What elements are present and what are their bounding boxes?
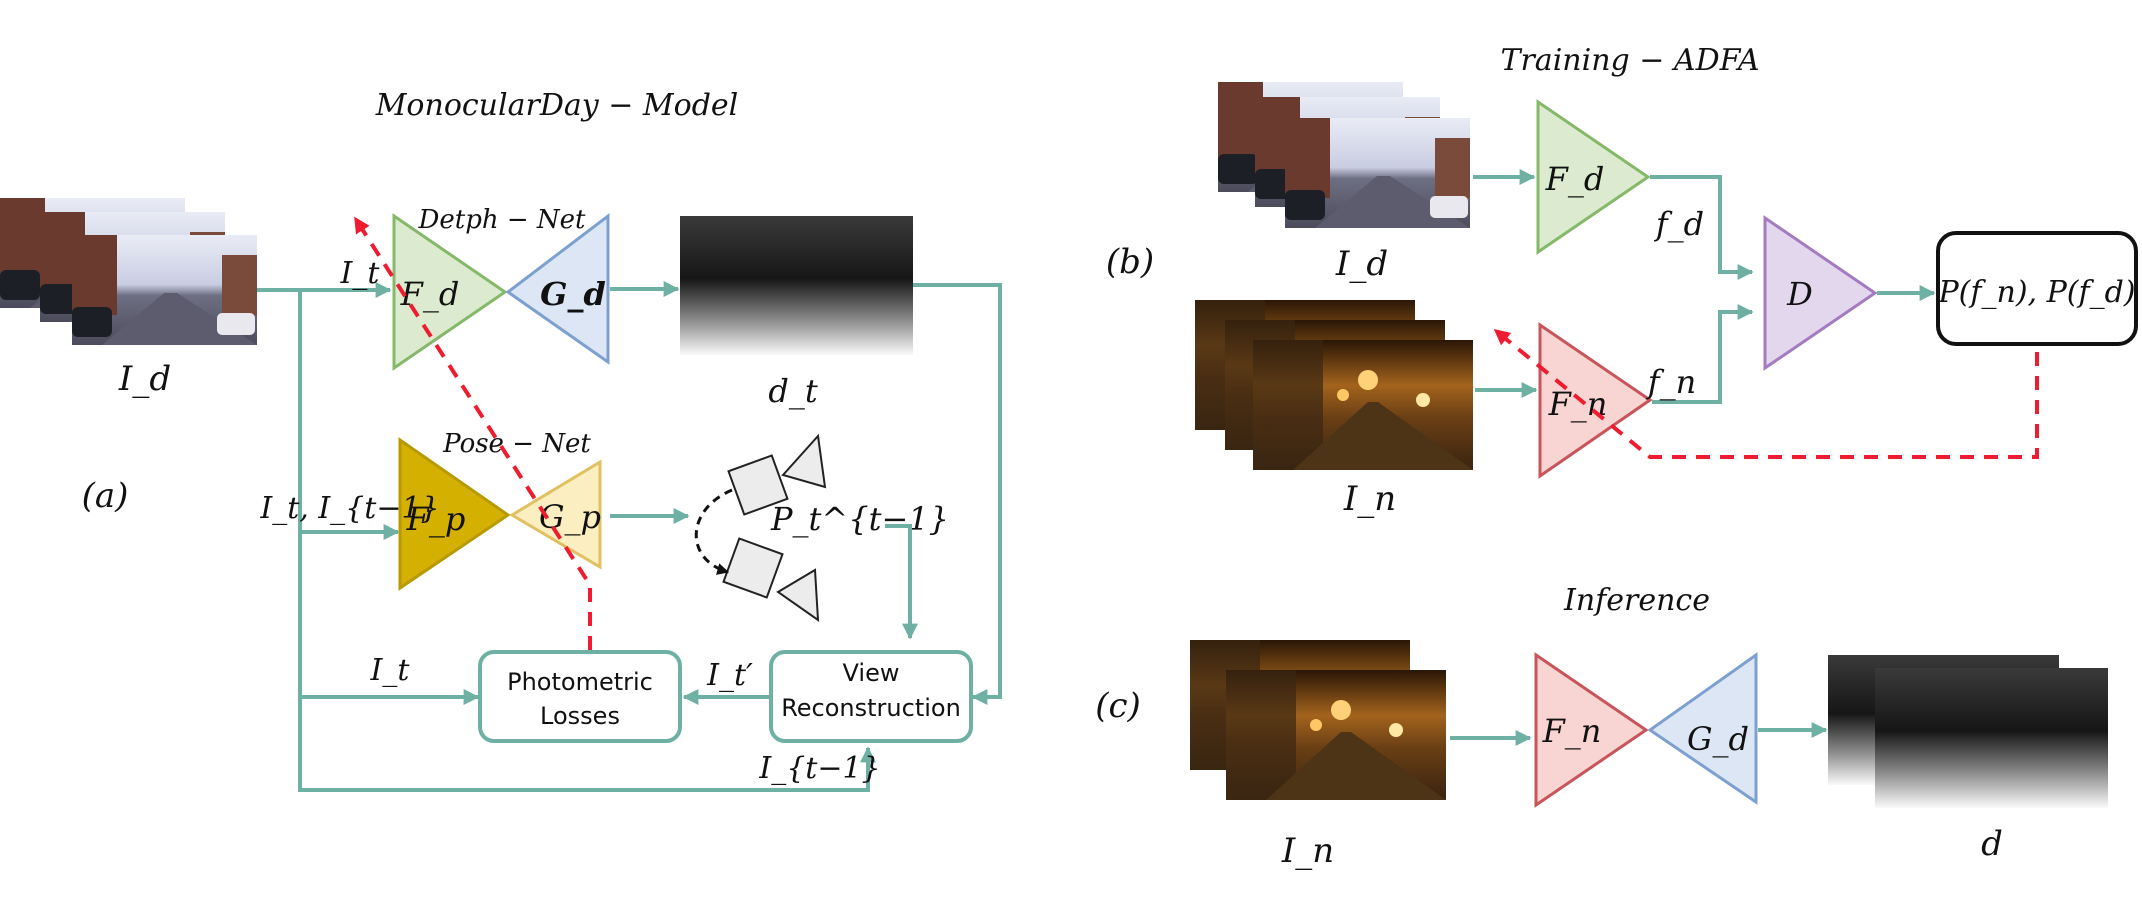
photometric-line-1: Photometric <box>507 668 653 696</box>
depth-map <box>680 216 913 355</box>
photometric-line-2: Losses <box>540 702 620 730</box>
probability-output-box <box>1936 231 2138 346</box>
day-encoder-label: F_d <box>1545 160 1605 198</box>
feature-day-label: f_d <box>1654 205 1704 243</box>
panel-b: Training − ADFA (b) I_d F_d f_d I_n F_n … <box>1106 43 2138 519</box>
camera-motion-arrow <box>694 488 733 575</box>
panel-c: Inference (c) I_n F_n G_d d <box>1095 583 2108 871</box>
night-encoder-label-c: F_n <box>1542 712 1602 750</box>
discriminator-label: D <box>1786 275 1813 313</box>
arrow-fn-to-d <box>1652 304 1754 404</box>
depth-decoder-label-c: G_d <box>1687 720 1749 758</box>
arrow-pose-to-view <box>885 524 918 640</box>
panel-c-tag: (c) <box>1095 686 1141 726</box>
discriminator-triangle <box>1763 215 1878 371</box>
pose-encoder-triangle <box>398 437 511 591</box>
camera-icon <box>722 537 820 623</box>
view-line-1: View <box>843 659 900 687</box>
edge-label-itm1-bottom: I_{t−1} <box>758 751 880 786</box>
photometric-losses-box <box>478 650 682 743</box>
day-street-photo <box>1285 118 1470 228</box>
night-encoder-label: F_n <box>1548 385 1608 423</box>
panel-b-title: Training − ADFA <box>1500 43 1759 78</box>
night-encoder-triangle-c <box>1534 652 1649 808</box>
edge-label-it-itm1: I_t, I_{t−1} <box>259 491 439 526</box>
day-input-stack <box>0 198 257 345</box>
arrow-trunk-to-view <box>298 290 876 792</box>
panel-a-tag: (a) <box>82 476 129 516</box>
adversarial-gradient-arrow <box>1493 328 2039 459</box>
arrow-depth-to-view <box>913 283 1002 705</box>
depth-output-label: d_t <box>768 372 817 410</box>
panel-b-tag: (b) <box>1106 242 1154 282</box>
input-night-label-b: I_n <box>1343 479 1396 519</box>
pose-decoder-label: G_p <box>539 498 601 536</box>
edge-label-it-prime: I_t′ <box>706 658 753 693</box>
day-encoder-triangle <box>1536 99 1651 255</box>
pose-label: P_t^{t−1} <box>770 500 949 538</box>
depth-encoder-label: F_d <box>400 275 460 313</box>
view-reconstruction-box <box>769 650 973 743</box>
edge-label-it: I_t <box>340 256 381 291</box>
camera-icon <box>727 433 827 516</box>
probability-output-label: P(f_n), P(f_d) <box>1938 275 2136 310</box>
depth-output-stack <box>1828 655 2108 808</box>
depth-encoder-triangle <box>392 213 508 371</box>
arrow-fd-to-d <box>1650 175 1754 280</box>
depth-map <box>1875 668 2108 808</box>
depth-decoder-triangle <box>505 212 610 365</box>
view-line-2: Reconstruction <box>781 694 961 722</box>
input-label-c: I_n <box>1281 831 1334 871</box>
depth-net-label: Detph − Net <box>418 205 587 235</box>
panel-c-title: Inference <box>1563 583 1710 618</box>
depth-decoder-triangle-c <box>1647 652 1758 805</box>
pose-decoder-triangle <box>509 459 602 570</box>
pose-net-label: Pose − Net <box>442 429 591 459</box>
panel-a: MonocularDay − Model (a) I_d I_t Detph −… <box>0 88 1002 792</box>
night-street-photo <box>1226 670 1446 800</box>
panel-a-title: MonocularDay − Model <box>375 88 739 123</box>
night-input-stack-c <box>1190 640 1446 800</box>
day-input-stack-b <box>1218 82 1470 228</box>
feature-night-label: f_n <box>1646 363 1696 401</box>
input-day-label-b: I_d <box>1335 244 1388 284</box>
day-street-photo <box>72 235 257 345</box>
depth-decoder-label: G_d <box>540 275 606 313</box>
input-label-id: I_d <box>118 359 171 399</box>
night-street-photo <box>1253 340 1473 470</box>
output-label-c: d <box>1981 824 2003 864</box>
edge-label-it-photo: I_t <box>370 653 411 688</box>
pose-encoder-label: F_p <box>406 500 466 538</box>
night-encoder-triangle <box>1538 322 1653 479</box>
night-input-stack-b <box>1195 300 1473 470</box>
